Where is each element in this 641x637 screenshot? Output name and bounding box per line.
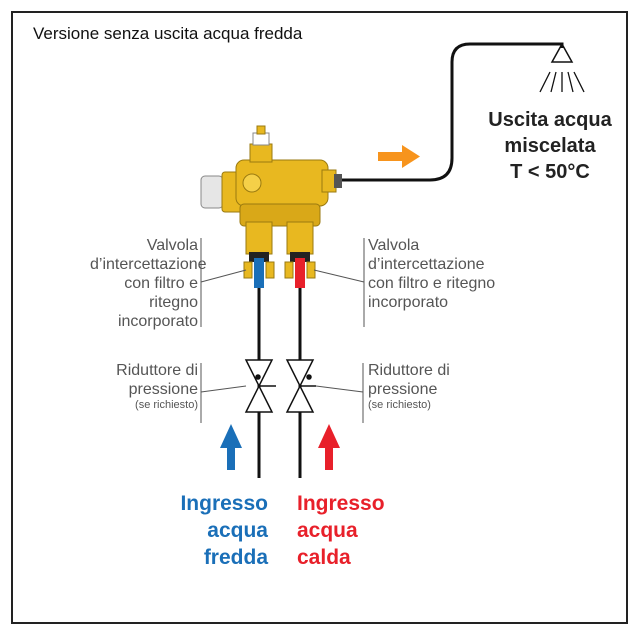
- pressure-reducer-right-icon: [285, 359, 316, 413]
- hot-inlet-arrow-icon: [318, 424, 340, 470]
- outlet-hose: [340, 42, 564, 182]
- flow-arrow-icon: [378, 145, 420, 168]
- hot-inlet-label: Ingresso acqua calda: [297, 492, 385, 569]
- leader-lines: [200, 238, 365, 423]
- valve-label-left: Valvola d’intercettazione con filtro e r…: [90, 237, 207, 330]
- outlet-label: Uscita acqua miscelata T < 50°C: [488, 109, 612, 183]
- cold-inlet-label: Ingresso acqua fredda: [180, 492, 268, 569]
- mixing-valve-icon: [200, 125, 342, 288]
- shower-head-icon: [539, 42, 585, 93]
- diagram-frame: [11, 11, 628, 624]
- diagram-title: Versione senza uscita acqua fredda: [33, 24, 303, 43]
- valve-label-right: Valvola d’intercettazione con filtro e r…: [368, 237, 496, 311]
- reducer-label-left: Riduttore di pressione (se richiesto): [116, 362, 198, 411]
- pressure-reducer-left-icon: [244, 359, 276, 413]
- cold-inlet-arrow-icon: [220, 424, 242, 470]
- reducer-label-right: Riduttore di pressione (se richiesto): [368, 362, 450, 411]
